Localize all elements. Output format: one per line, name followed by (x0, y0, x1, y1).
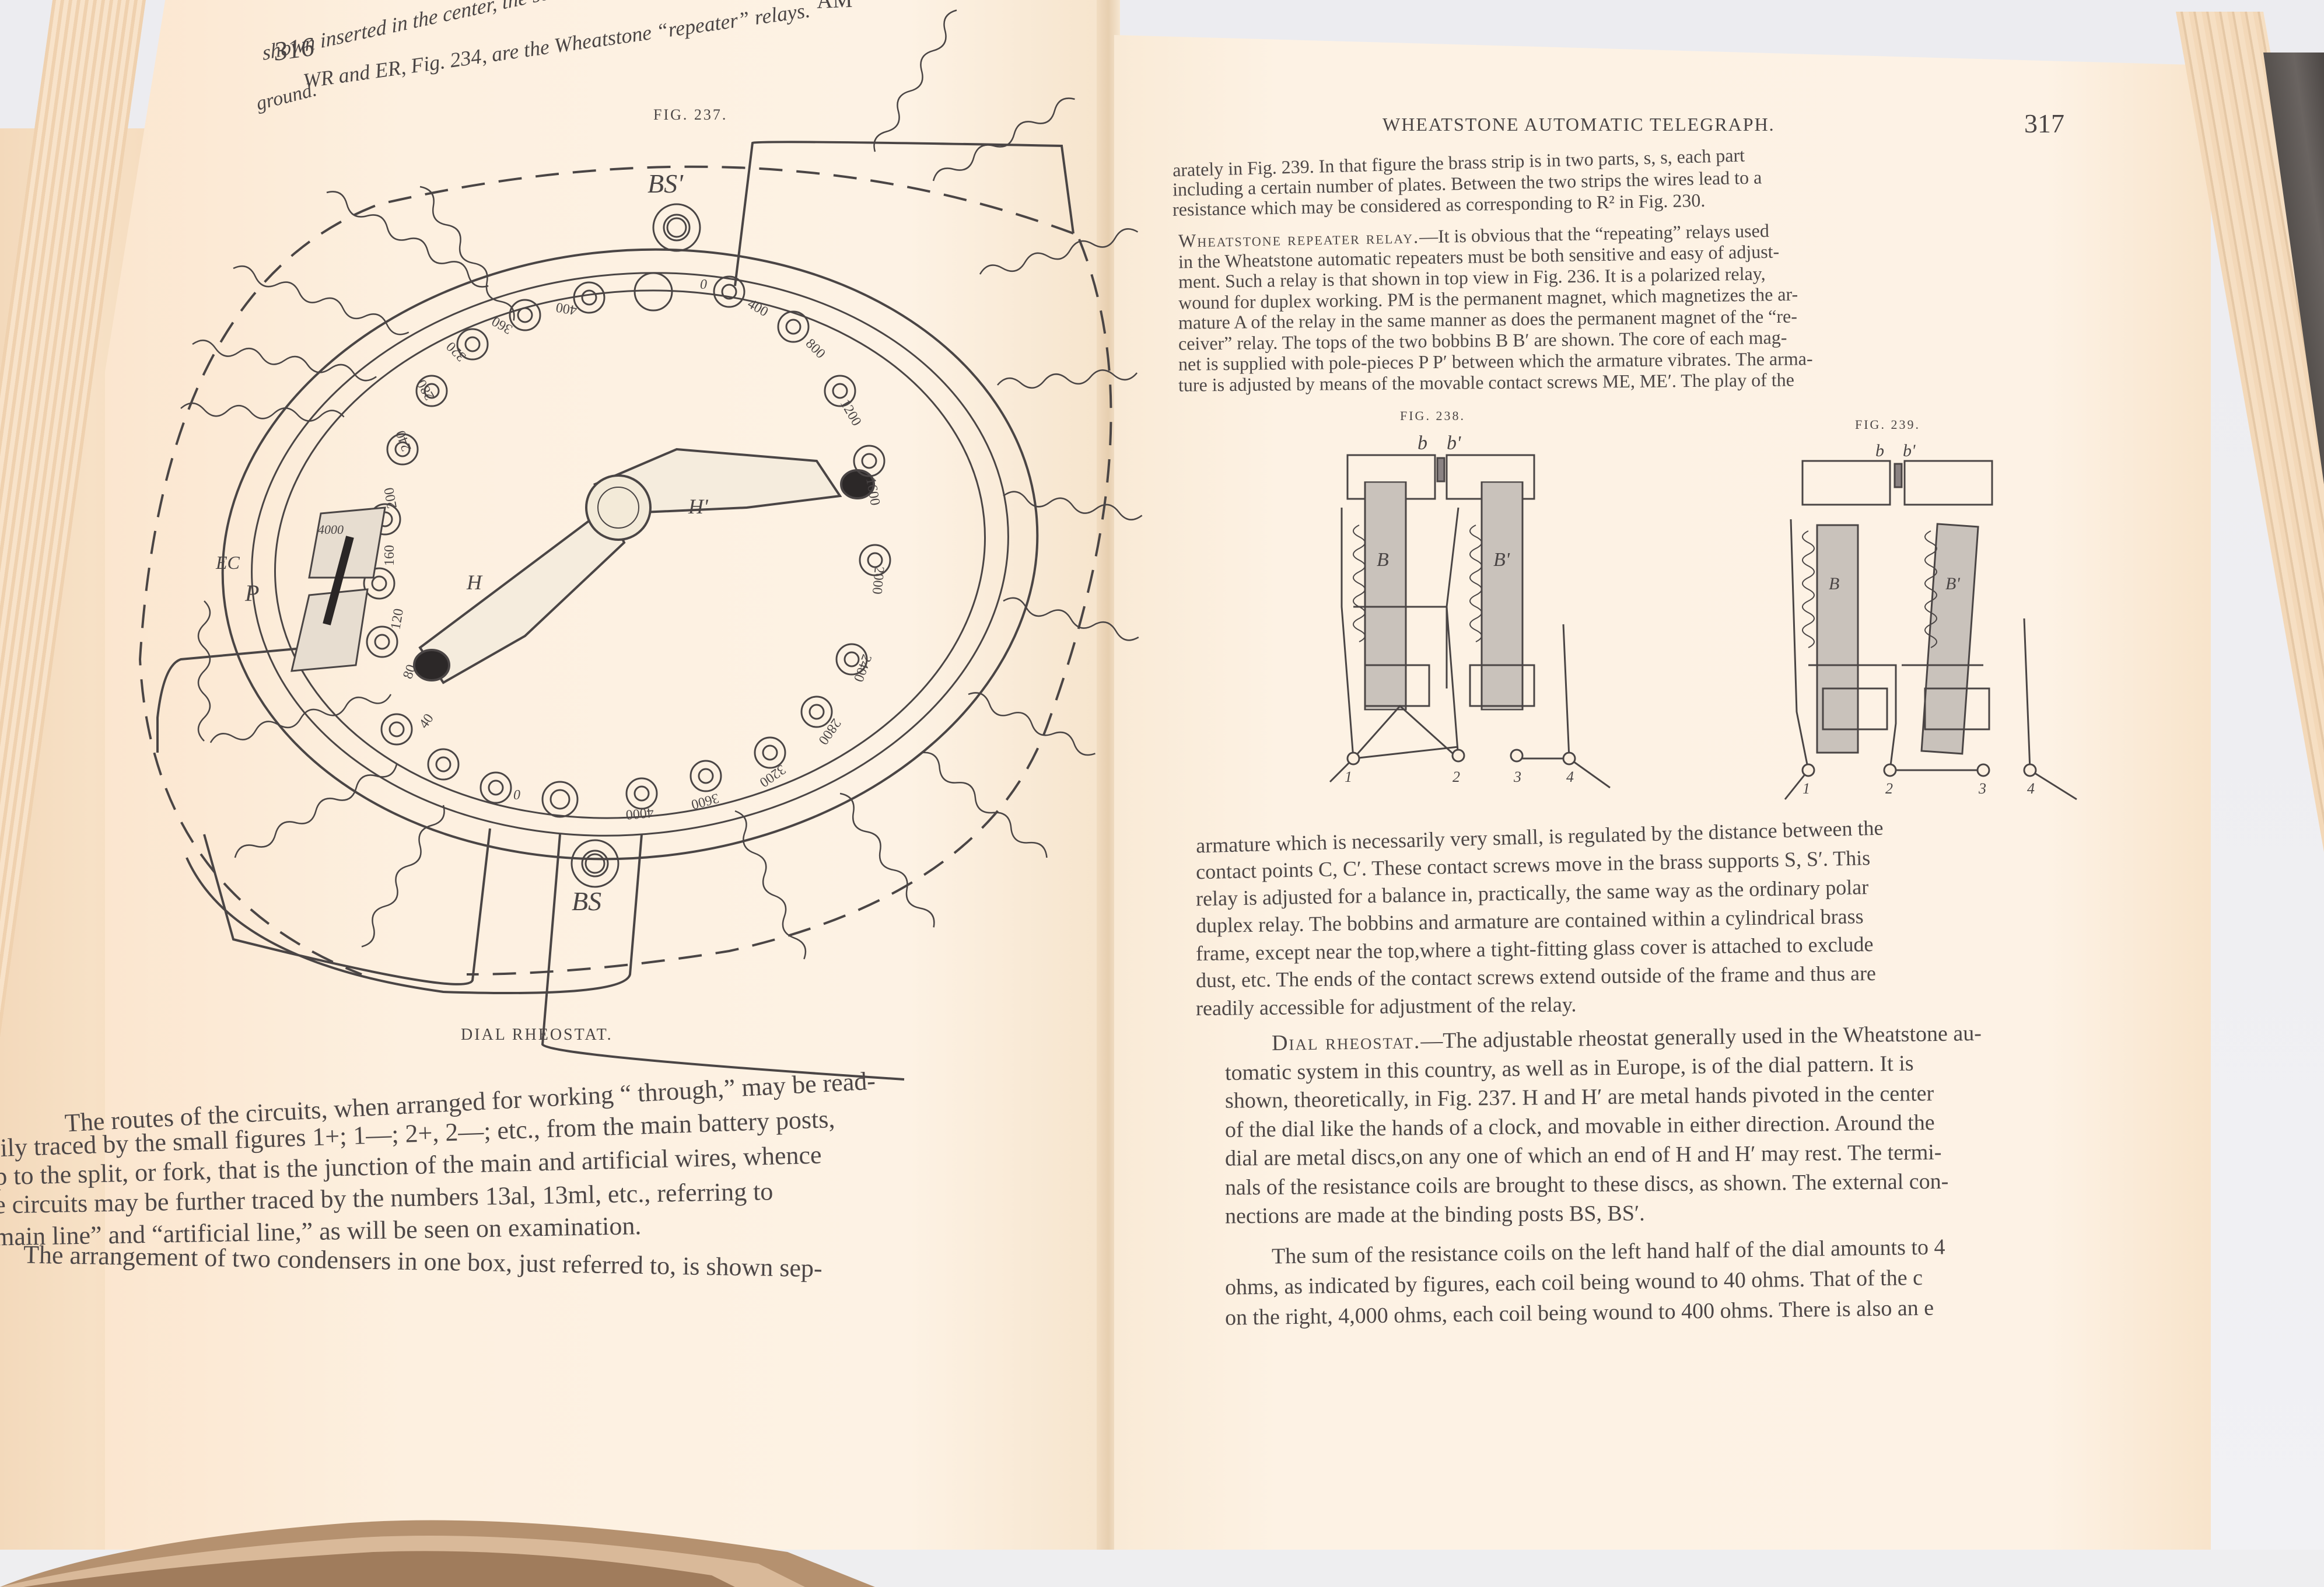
svg-text:B: B (1377, 549, 1389, 571)
right-page-number: 317 (2024, 109, 2064, 138)
running-head: WHEATSTONE AUTOMATIC TELEGRAPH. (1382, 114, 1775, 135)
svg-text:3600: 3600 (690, 790, 720, 812)
dial-rheostat-diagram: 40 80 120 160 200 240 280 320 360 400 0 … (138, 9, 1143, 1081)
contact-discs (363, 203, 891, 888)
right-top-text: arately in Fig. 239. In that figure the … (1172, 145, 1762, 220)
svg-text:360: 360 (489, 313, 515, 337)
hand-h-contact (413, 649, 450, 681)
fig-238-label: FIG. 238. (1400, 408, 1465, 423)
section-dial-rheostat: Dial rheostat.—The adjustable rheostat g… (1224, 1021, 1982, 1229)
svg-text:b: b (1875, 441, 1884, 460)
plate-value: 4000 (318, 522, 344, 537)
svg-text:1: 1 (1345, 768, 1352, 785)
svg-text:B': B' (1945, 574, 1960, 593)
hand-h-prime-label: H' (688, 495, 709, 518)
svg-text:280: 280 (414, 377, 438, 403)
svg-text:b': b' (1903, 441, 1916, 460)
left-body-text: The routes of the circuits, when arrange… (0, 1067, 894, 1283)
svg-text:1: 1 (1803, 780, 1810, 797)
svg-text:2400: 2400 (850, 652, 874, 684)
svg-text:0: 0 (700, 277, 707, 292)
svg-text:4: 4 (1566, 768, 1574, 785)
resistance-coils (180, 9, 1143, 960)
page-curl (0, 1520, 875, 1587)
hand-h-label: H (466, 571, 483, 594)
svg-text:120: 120 (388, 607, 407, 631)
svg-text:3: 3 (1513, 768, 1521, 785)
right-bottom-text: The sum of the resistance coils on the l… (1225, 1235, 1945, 1330)
section-repeater-relay: Wheatstone repeater relay.—It is obvious… (1178, 220, 1813, 396)
bs-prime-label: BS' (648, 169, 684, 198)
svg-text:40: 40 (416, 711, 437, 732)
svg-text:B': B' (1493, 549, 1510, 571)
svg-text:4: 4 (2027, 780, 2035, 797)
ec-label: EC (215, 552, 240, 573)
svg-text:3: 3 (1978, 780, 1986, 797)
svg-text:B: B (1829, 574, 1839, 593)
p-label: P (244, 580, 259, 606)
fig-237-caption: DIAL RHEOSTAT. (461, 1026, 613, 1044)
svg-text:1200: 1200 (837, 397, 864, 429)
fig-239-label: FIG. 239. (1855, 417, 1920, 432)
svg-text:2: 2 (1452, 768, 1460, 785)
svg-text:b': b' (1447, 432, 1461, 454)
dashed-outline-left (138, 165, 1074, 976)
section-rheostat-heading: Dial rheostat. (1271, 1029, 1421, 1055)
svg-text:2000: 2000 (869, 565, 887, 595)
svg-text:400: 400 (555, 299, 578, 318)
bs-label: BS (572, 886, 601, 916)
svg-text:4000: 4000 (625, 805, 654, 822)
fig-238-relay-diagram: b b' B B' 1 2 3 4 (1329, 432, 1611, 789)
svg-text:160: 160 (382, 545, 397, 566)
svg-text:200: 200 (382, 487, 400, 510)
svg-text:800: 800 (803, 336, 828, 362)
hand-pivot (585, 474, 652, 541)
svg-text:b: b (1418, 432, 1427, 454)
svg-text:2: 2 (1885, 780, 1893, 797)
svg-text:0: 0 (513, 788, 520, 803)
svg-text:1600: 1600 (863, 477, 883, 507)
right-middle-text: armature which is necessarily very small… (1196, 816, 1884, 1020)
fig-239-relay-diagram: b b' B B' 1 2 3 4 (1784, 441, 2077, 801)
svg-text:2800: 2800 (816, 716, 844, 747)
left-running-head: AM (816, 0, 853, 13)
fig-237-label: FIG. 237. (653, 106, 728, 123)
hand-h (418, 505, 626, 684)
right-page (1114, 35, 2211, 1550)
rheostat-line: nections are made at the binding posts B… (1224, 1201, 1645, 1229)
